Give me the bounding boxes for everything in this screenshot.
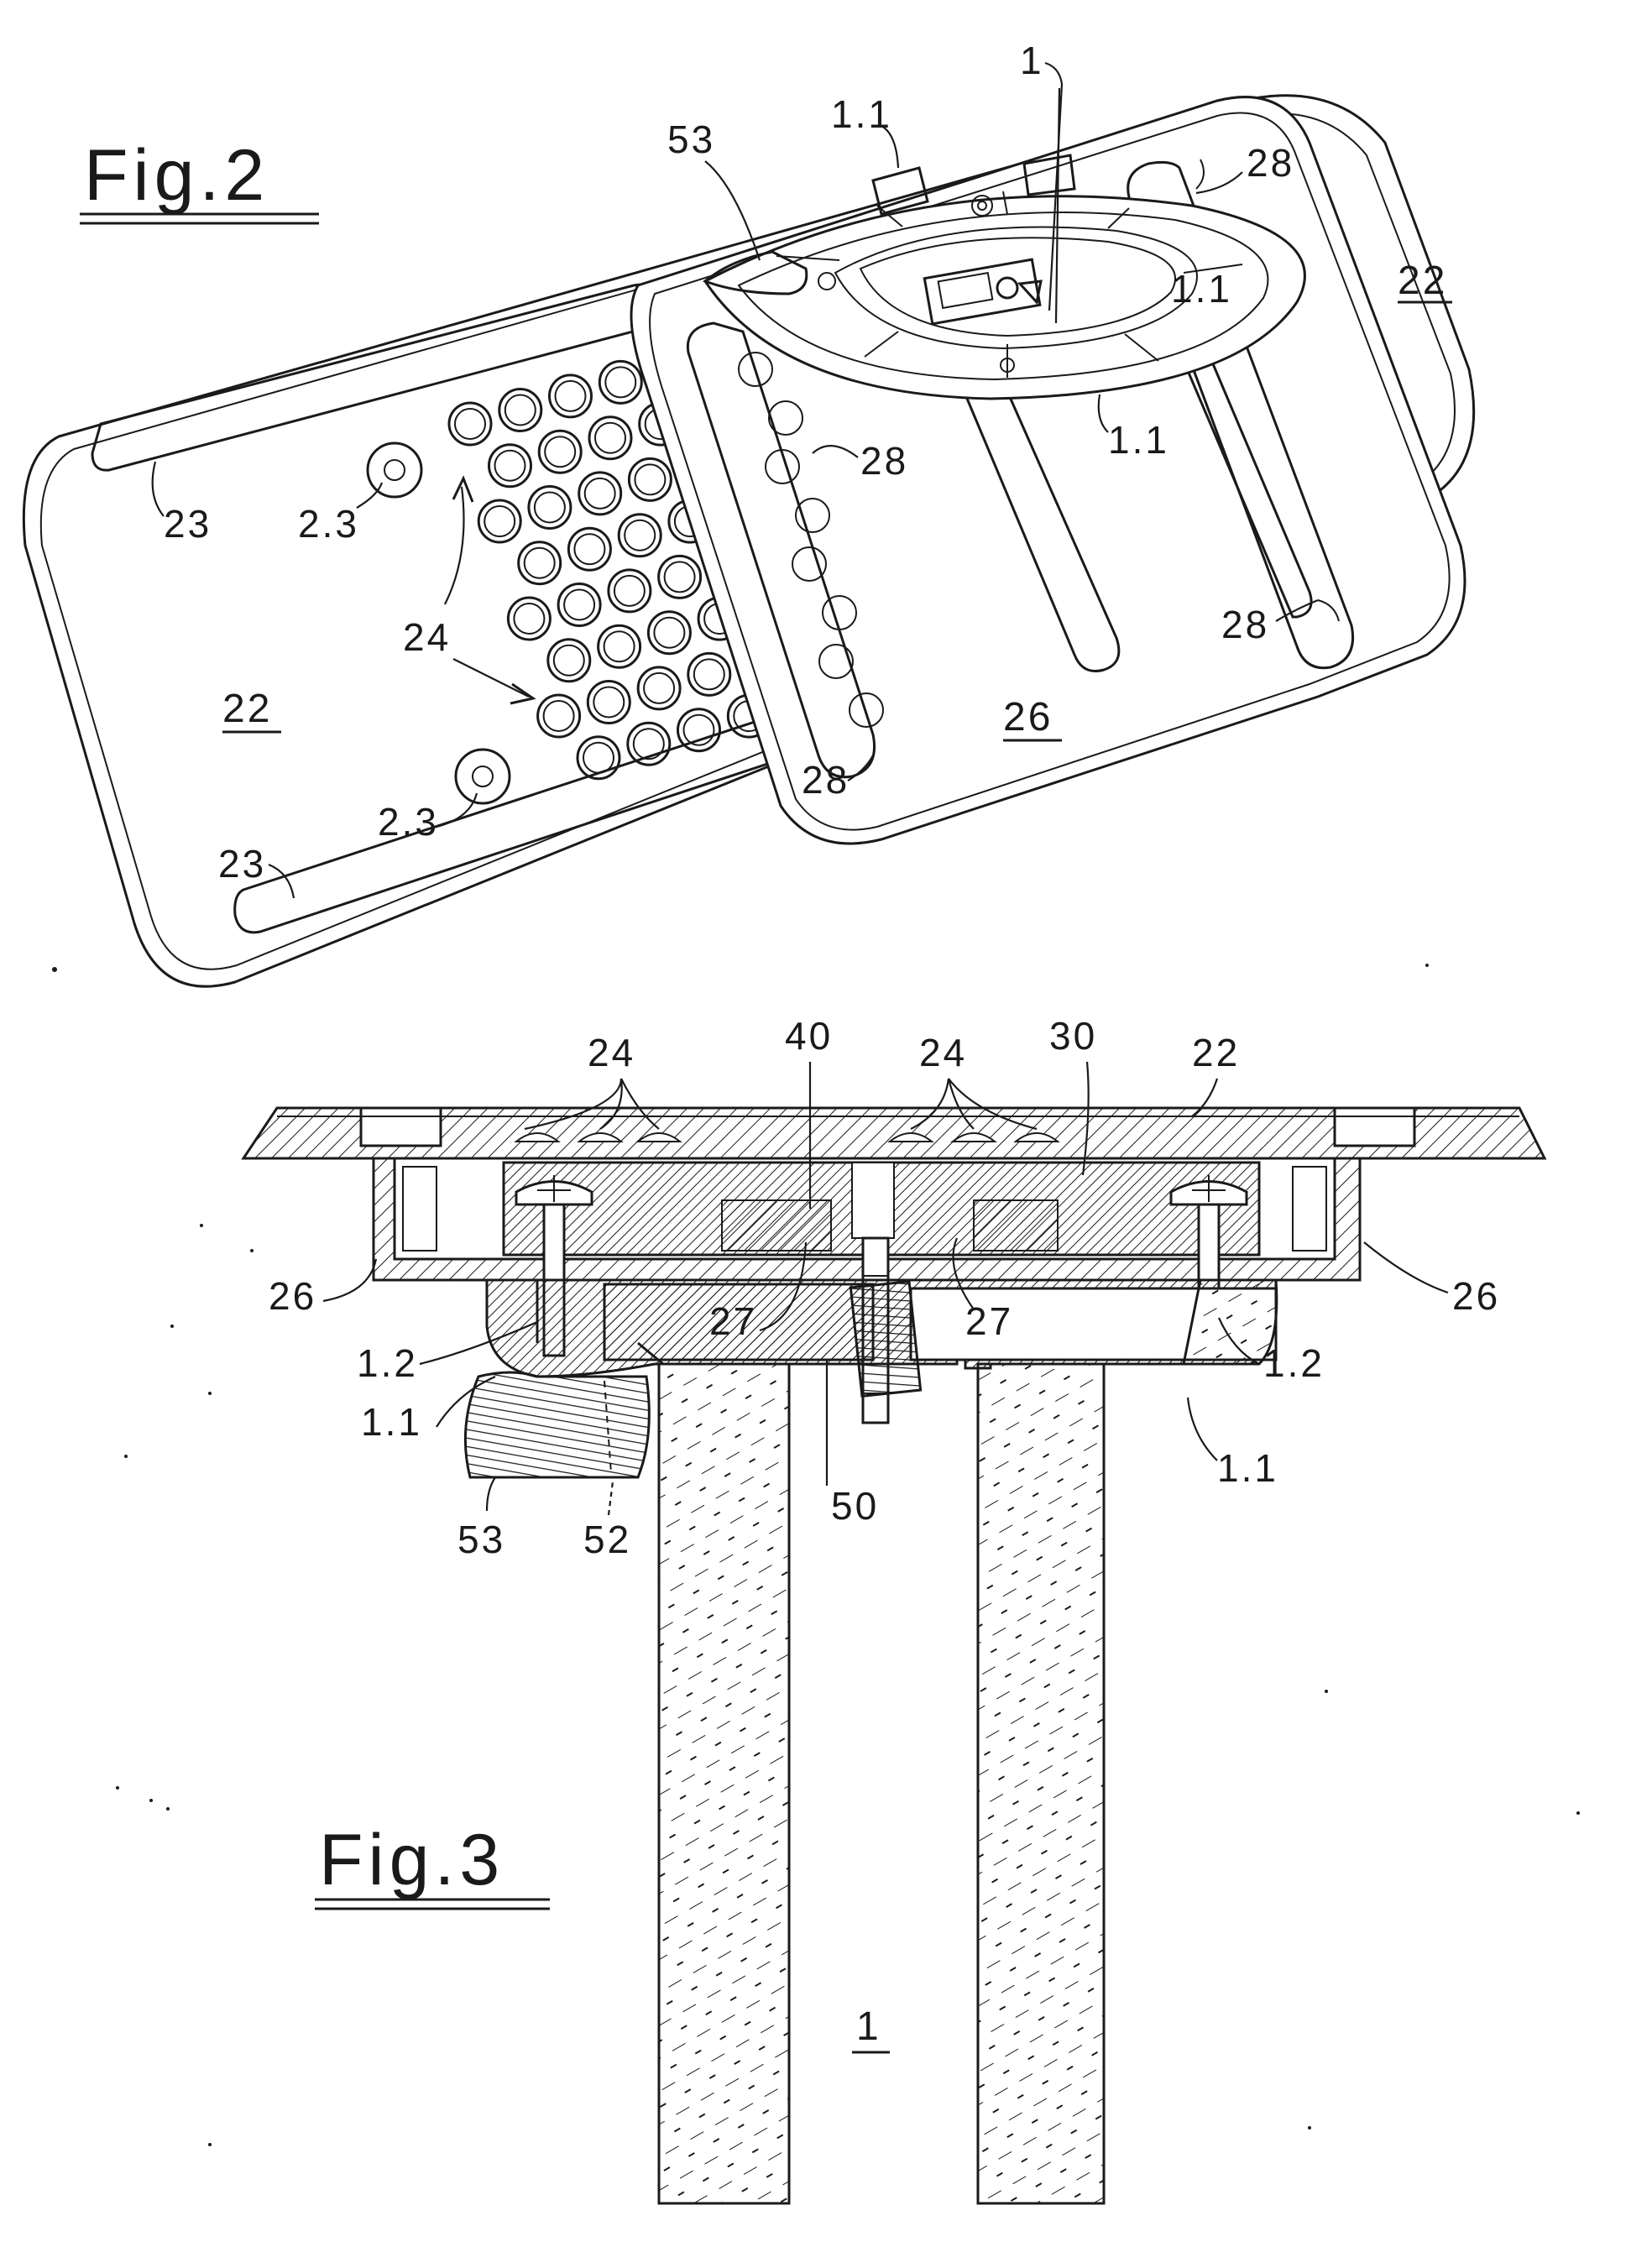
perforation-hole-inner bbox=[595, 423, 625, 453]
perforation-hole-inner bbox=[455, 409, 485, 439]
perforation-hole-inner bbox=[585, 478, 615, 509]
fig2-label-24: 24 bbox=[403, 615, 451, 659]
fig2-label-53: 53 bbox=[667, 118, 715, 161]
perforation-hole-inner bbox=[604, 631, 635, 661]
fig3-label-1-1-left: 1.1 bbox=[361, 1400, 422, 1444]
perforation-hole-inner bbox=[625, 520, 655, 551]
figure-3: Fig.3 24 40 24 30 22 26 27 27 26 1.2 1.2… bbox=[243, 1014, 1545, 2203]
section-plate-22 bbox=[243, 1108, 1545, 1158]
fig3-label-52: 52 bbox=[583, 1518, 631, 1561]
fig2-label-22-right: 22 bbox=[1398, 259, 1447, 303]
fig3-label-24-left: 24 bbox=[588, 1031, 635, 1074]
fig3-label-53: 53 bbox=[457, 1518, 505, 1561]
fig3-label-1-1-right: 1.1 bbox=[1217, 1446, 1278, 1490]
perforation-hole-inner bbox=[535, 493, 565, 523]
fig3-label-27-left: 27 bbox=[709, 1299, 757, 1343]
pipe-1-wall-left bbox=[659, 1364, 789, 2203]
fig2-label-1-1-mid: 1.1 bbox=[1171, 267, 1232, 311]
perforation-hole-inner bbox=[484, 506, 515, 536]
fig2-label-23-top: 23 bbox=[164, 502, 212, 546]
fig2-label-1-1-low: 1.1 bbox=[1108, 418, 1169, 462]
perforation-hole-inner bbox=[654, 618, 684, 648]
fig3-label-22: 22 bbox=[1192, 1031, 1240, 1074]
fig2-label-1: 1 bbox=[1020, 39, 1044, 82]
fig3-label-26-left: 26 bbox=[269, 1274, 316, 1318]
fig3-label-30: 30 bbox=[1049, 1014, 1097, 1058]
fig2-label-22-left: 22 bbox=[222, 687, 272, 731]
fig2-label-28-bottom: 28 bbox=[802, 758, 850, 802]
fig2-label-23-bottom: 23 bbox=[218, 842, 266, 886]
figure-2: Fig.2 1 53 1.1 28 22 1.1 1.1 23 2.3 28 2… bbox=[24, 39, 1473, 986]
pipe-1-wall-right bbox=[978, 1364, 1104, 2203]
perforation-hole-inner bbox=[574, 534, 604, 564]
fig2-label-28-mid: 28 bbox=[860, 439, 908, 483]
perforation-hole-inner bbox=[634, 729, 664, 759]
perforation-hole-inner bbox=[556, 381, 586, 411]
perforation-hole-inner bbox=[694, 659, 724, 689]
perforation-hole-inner bbox=[605, 367, 635, 397]
fig2-label-2-3-top: 2.3 bbox=[298, 502, 359, 546]
screw-boss-lower bbox=[456, 750, 510, 803]
perforation-hole-inner bbox=[554, 645, 584, 676]
perforation-hole-inner bbox=[525, 548, 555, 578]
perforation-hole-inner bbox=[545, 436, 575, 467]
perforation-hole-inner bbox=[514, 604, 544, 634]
fig3-title: Fig.3 bbox=[319, 1820, 504, 1900]
fig3-label-50: 50 bbox=[831, 1484, 879, 1528]
perforation-hole-inner bbox=[593, 687, 624, 718]
perforation-hole-inner bbox=[614, 576, 645, 606]
fig2-label-28-right: 28 bbox=[1221, 603, 1269, 646]
perforation-hole-inner bbox=[635, 464, 665, 494]
perforation-hole-inner bbox=[665, 562, 695, 592]
fig2-label-2-3-bottom: 2.3 bbox=[378, 800, 439, 844]
knob-53 bbox=[465, 1372, 649, 1477]
fig3-label-27-right: 27 bbox=[965, 1299, 1013, 1343]
perforation-hole-inner bbox=[544, 701, 574, 731]
fig2-title: Fig.2 bbox=[84, 135, 269, 216]
perforation-hole-inner bbox=[505, 395, 536, 426]
fig3-label-1-2-left: 1.2 bbox=[357, 1341, 418, 1385]
perforation-hole-inner bbox=[583, 743, 614, 773]
fig3-label-24-right: 24 bbox=[919, 1031, 967, 1074]
perforation-hole-inner bbox=[564, 590, 594, 620]
fig3-label-26-right: 26 bbox=[1452, 1274, 1500, 1318]
perforation-hole-inner bbox=[495, 451, 525, 481]
clamp-50 bbox=[850, 1282, 920, 1397]
fig2-label-1-1-top: 1.1 bbox=[831, 92, 892, 136]
perforation-hole-inner bbox=[644, 673, 674, 703]
fig2-label-28-top: 28 bbox=[1247, 141, 1294, 185]
fig2-label-26: 26 bbox=[1003, 695, 1053, 739]
fig3-label-40: 40 bbox=[785, 1014, 833, 1058]
screw-boss-upper bbox=[368, 443, 421, 497]
fig3-label-1-pipe: 1 bbox=[856, 2004, 881, 2049]
fig3-label-1-2-right: 1.2 bbox=[1263, 1341, 1325, 1385]
